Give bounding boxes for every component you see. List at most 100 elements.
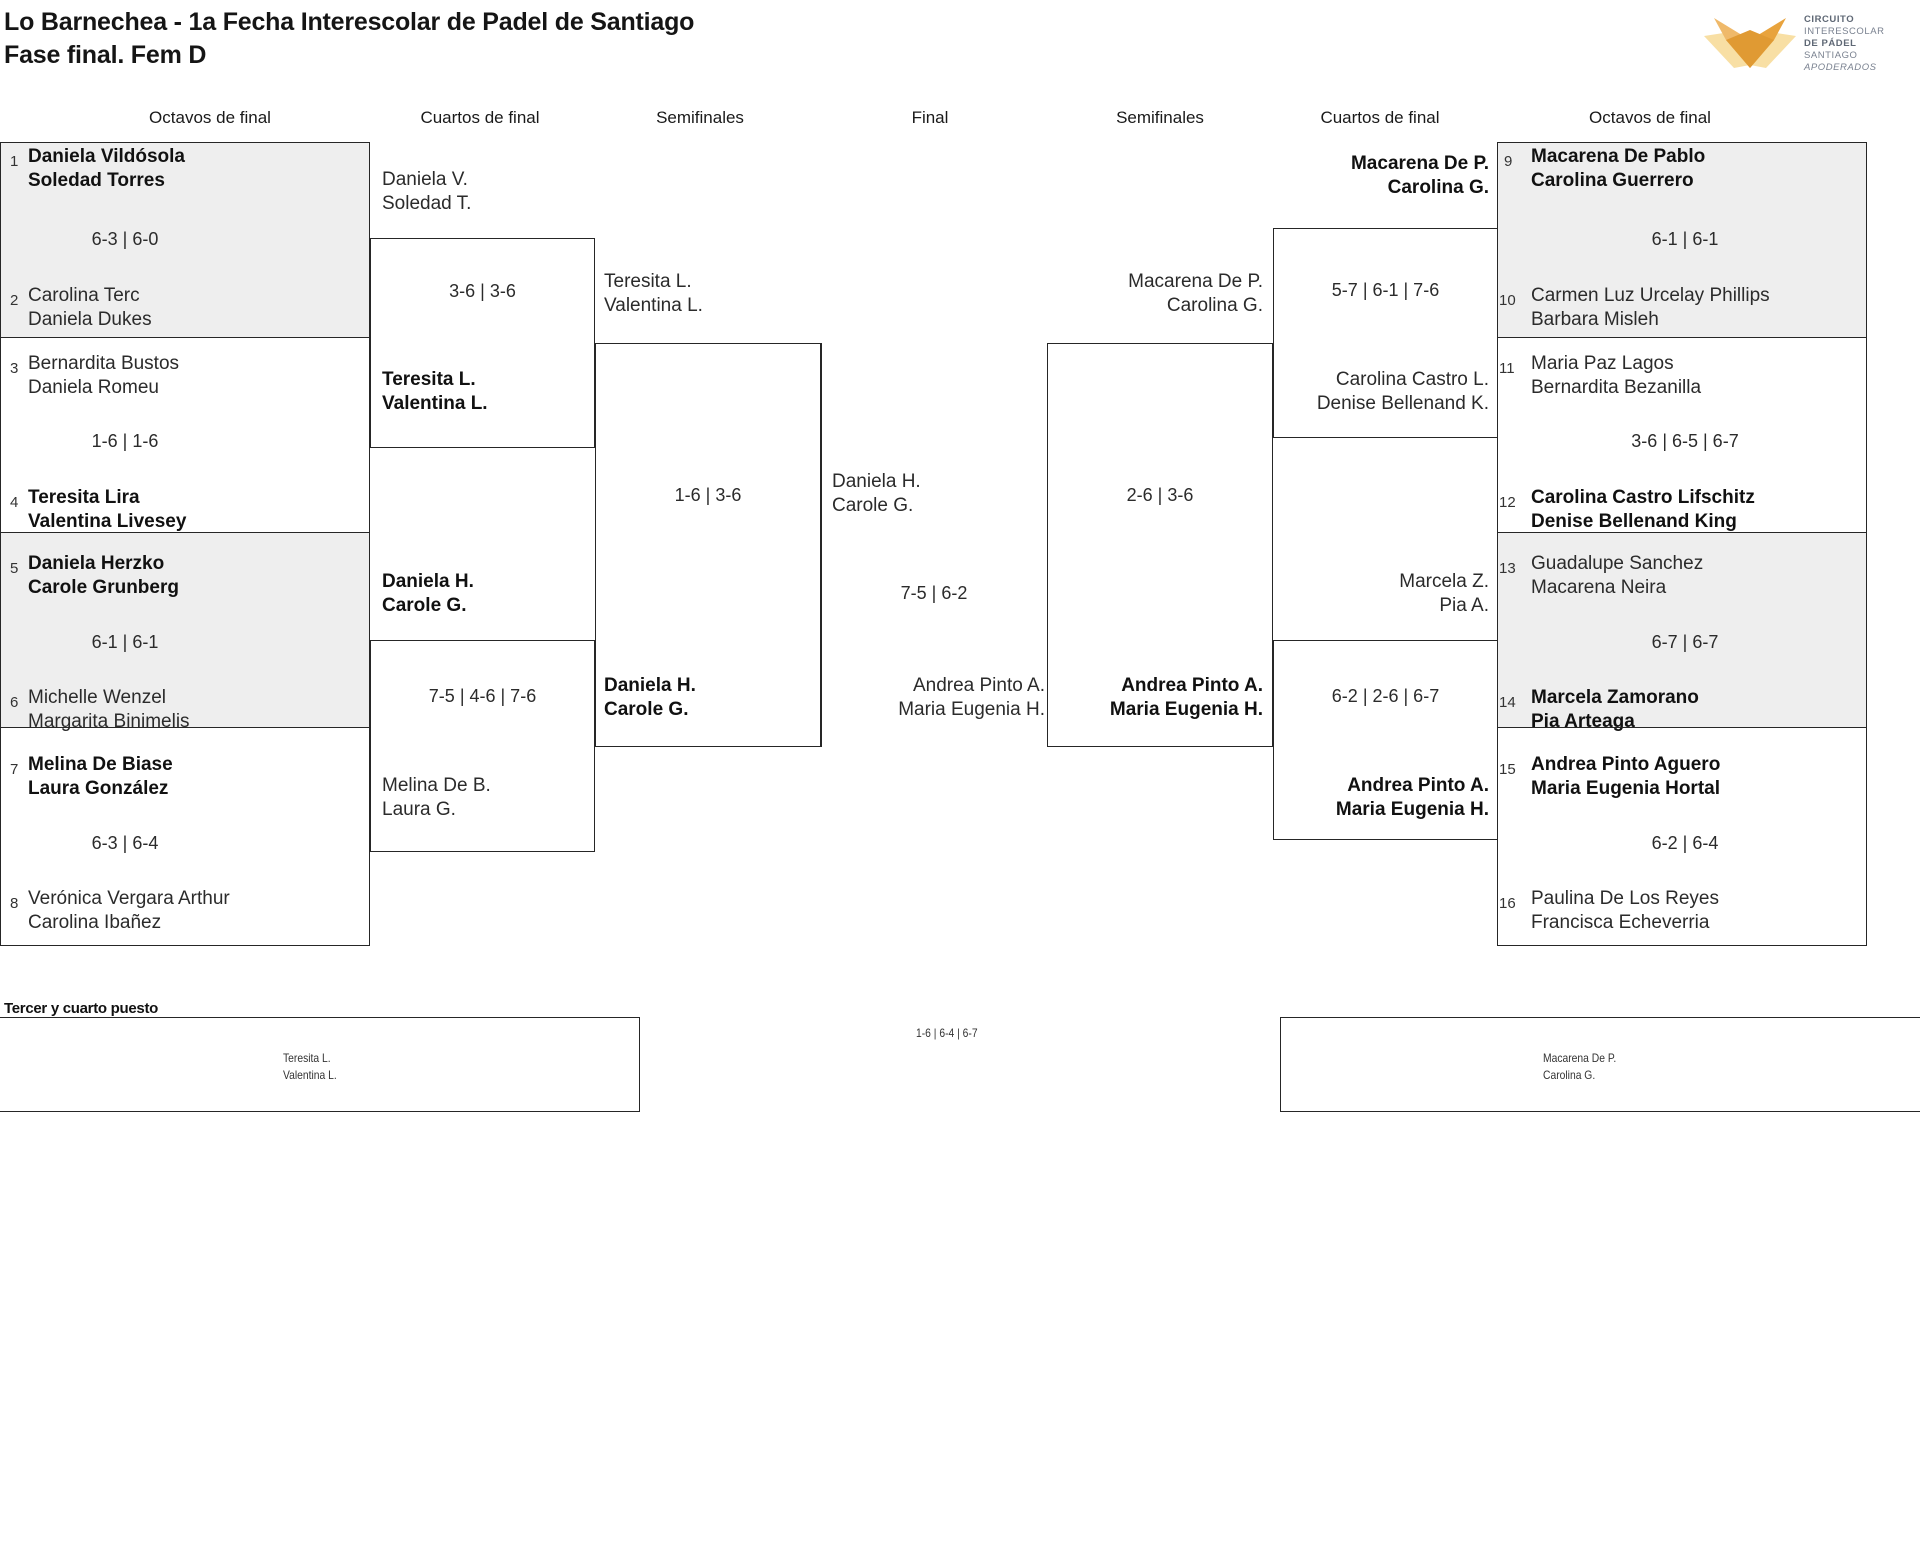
player-2: Denise Bellenand K. xyxy=(1316,392,1489,414)
team-name: Daniela Vildósola Soledad Torres xyxy=(28,145,185,193)
match-score: 6-3 | 6-0 xyxy=(91,229,159,249)
player-1: Carmen Luz Urcelay Phillips xyxy=(1531,285,1770,306)
r16-match-8[interactable] xyxy=(1497,727,1867,946)
seed-number: 15 xyxy=(1499,761,1516,778)
player-1: Carolina Castro L. xyxy=(1335,369,1489,390)
team-name: Daniela Herzko Carole Grunberg xyxy=(28,552,179,600)
player-2: Valentina Livesey xyxy=(28,510,187,532)
right-qf-team-3: Marcela Z. Pia A. xyxy=(1253,570,1489,618)
player-2: Carolina G. xyxy=(1387,176,1489,198)
player-1: Macarena De P. xyxy=(1128,271,1263,292)
player-1: Carolina Castro Lifschitz xyxy=(1531,487,1755,508)
logo-line-1: CIRCUITO xyxy=(1804,14,1855,25)
sf-team-1: Teresita L. Valentina L. xyxy=(604,270,703,318)
tournament-logo: CIRCUITO INTERESCOLAR DE PÁDEL SANTIAGO … xyxy=(1700,4,1916,78)
r16-match-5[interactable] xyxy=(1497,142,1867,338)
player-2: Daniela Dukes xyxy=(28,308,152,330)
team-name: Macarena De Pablo Carolina Guerrero xyxy=(1531,145,1705,193)
team-name: Marcela Zamorano Pia Arteaga xyxy=(1531,686,1699,734)
player-2: Carole Grunberg xyxy=(28,576,179,598)
player-2: Barbara Misleh xyxy=(1531,308,1659,330)
qf-box-1[interactable] xyxy=(370,238,595,448)
qf-team-4: Melina De B. Laura G. xyxy=(382,774,491,822)
team-name: Maria Paz Lagos Bernardita Bezanilla xyxy=(1531,352,1701,400)
seed-number: 2 xyxy=(10,292,19,309)
seed-number: 5 xyxy=(10,560,19,577)
player-2: Maria Eugenia Hortal xyxy=(1531,777,1720,799)
player-1: Guadalupe Sanchez xyxy=(1531,553,1704,574)
round-header-final: Final xyxy=(911,108,949,127)
r16-match-1[interactable] xyxy=(0,142,370,338)
team-name: Melina De Biase Laura González xyxy=(28,753,173,801)
r16-match-4[interactable] xyxy=(0,727,370,946)
right-qf-team-4: Andrea Pinto A. Maria Eugenia H. xyxy=(1253,774,1489,822)
team-name: Teresita Lira Valentina Livesey xyxy=(28,486,186,534)
title-line-1: Lo Barnechea - 1a Fecha Interescolar de … xyxy=(4,8,695,36)
seed-number: 16 xyxy=(1499,895,1516,912)
player-2: Soledad Torres xyxy=(28,169,165,191)
seed-number: 11 xyxy=(1499,360,1515,377)
player-1: Carolina Terc xyxy=(28,285,140,306)
final-divider xyxy=(821,343,822,747)
player-2: Carolina G. xyxy=(1543,1068,1596,1083)
tp-line-right-bottom xyxy=(1280,1111,1920,1112)
player-2: Carole G. xyxy=(832,494,914,516)
player-2: Maria Eugenia H. xyxy=(1335,798,1489,820)
qf-box-2[interactable] xyxy=(370,640,595,852)
seed-number: 6 xyxy=(10,694,19,711)
chevron-logo-icon xyxy=(1704,18,1796,68)
player-1: Verónica Vergara Arthur xyxy=(28,888,230,909)
match-score: 3-6 | 3-6 xyxy=(449,281,516,301)
player-2: Valentina L. xyxy=(283,1068,337,1083)
player-2: Carole G. xyxy=(382,594,467,616)
qf-team-3: Daniela H. Carole G. xyxy=(382,570,474,618)
player-2: Valentina L. xyxy=(604,294,703,316)
player-2: Valentina L. xyxy=(382,392,488,414)
match-score: 1-6 | 1-6 xyxy=(91,431,159,451)
page-title: Lo Barnechea - 1a Fecha Interescolar de … xyxy=(4,6,1104,73)
seed-number: 12 xyxy=(1499,494,1516,511)
r16-match-3[interactable] xyxy=(0,532,370,728)
logo-line-4: SANTIAGO xyxy=(1804,49,1858,61)
logo-line-2: INTERESCOLAR xyxy=(1804,25,1885,37)
team-name: Guadalupe Sanchez Macarena Neira xyxy=(1531,552,1703,600)
match-score: 6-2 | 2-6 | 6-7 xyxy=(1331,686,1440,706)
logo-line-3: DE PÁDEL xyxy=(1804,37,1857,49)
sf-team-2: Daniela H. Carole G. xyxy=(604,674,696,722)
sf-box-right[interactable] xyxy=(1047,343,1273,747)
player-1: Marcela Z. xyxy=(1399,571,1489,592)
player-2: Carole G. xyxy=(604,698,689,720)
right-sf-team-1: Macarena De P. Carolina G. xyxy=(1027,270,1263,318)
player-1: Maria Paz Lagos xyxy=(1531,353,1674,374)
player-2: Laura G. xyxy=(382,798,456,820)
player-1: Macarena De P. xyxy=(1350,153,1489,174)
logo-line-5: APODERADOS xyxy=(1804,61,1877,73)
final-team-left: Daniela H. Carole G. xyxy=(832,470,921,518)
player-2: Margarita Binimelis xyxy=(28,710,190,732)
seed-number: 14 xyxy=(1499,694,1516,711)
r16-match-7[interactable] xyxy=(1497,532,1867,728)
match-score: 3-6 | 6-5 | 6-7 xyxy=(1631,431,1739,451)
tp-line-right-top xyxy=(1280,1017,1920,1018)
player-1: Daniela H. xyxy=(382,571,474,592)
seed-number: 3 xyxy=(10,360,19,377)
player-1: Michelle Wenzel xyxy=(28,687,166,708)
tp-line-left-bottom xyxy=(0,1111,640,1112)
qf-team-2: Teresita L. Valentina L. xyxy=(382,368,488,416)
sf-box-left[interactable] xyxy=(595,343,821,747)
player-1: Teresita L. xyxy=(382,369,476,390)
player-1: Daniela H. xyxy=(604,675,696,696)
third-place-title: Tercer y cuarto puesto xyxy=(4,1000,159,1017)
logo-text-block: CIRCUITO INTERESCOLAR DE PÁDEL SANTIAGO … xyxy=(1804,14,1916,73)
team-name: Carmen Luz Urcelay Phillips Barbara Misl… xyxy=(1531,284,1770,332)
team-name: Andrea Pinto Aguero Maria Eugenia Hortal xyxy=(1531,753,1720,801)
player-1: Bernardita Bustos xyxy=(28,353,180,374)
qf-team-1: Daniela V. Soledad T. xyxy=(382,168,471,216)
seed-number: 7 xyxy=(10,761,19,778)
seed-number: 1 xyxy=(10,153,19,170)
round-header-left-r16: Octavos de final xyxy=(149,108,271,127)
team-name: Michelle Wenzel Margarita Binimelis xyxy=(28,686,190,734)
round-header-left-qf: Cuartos de final xyxy=(420,108,540,127)
third-place-score: 1-6 | 6-4 | 6-7 xyxy=(916,1026,978,1040)
player-2: Maria Eugenia H. xyxy=(1109,698,1263,720)
